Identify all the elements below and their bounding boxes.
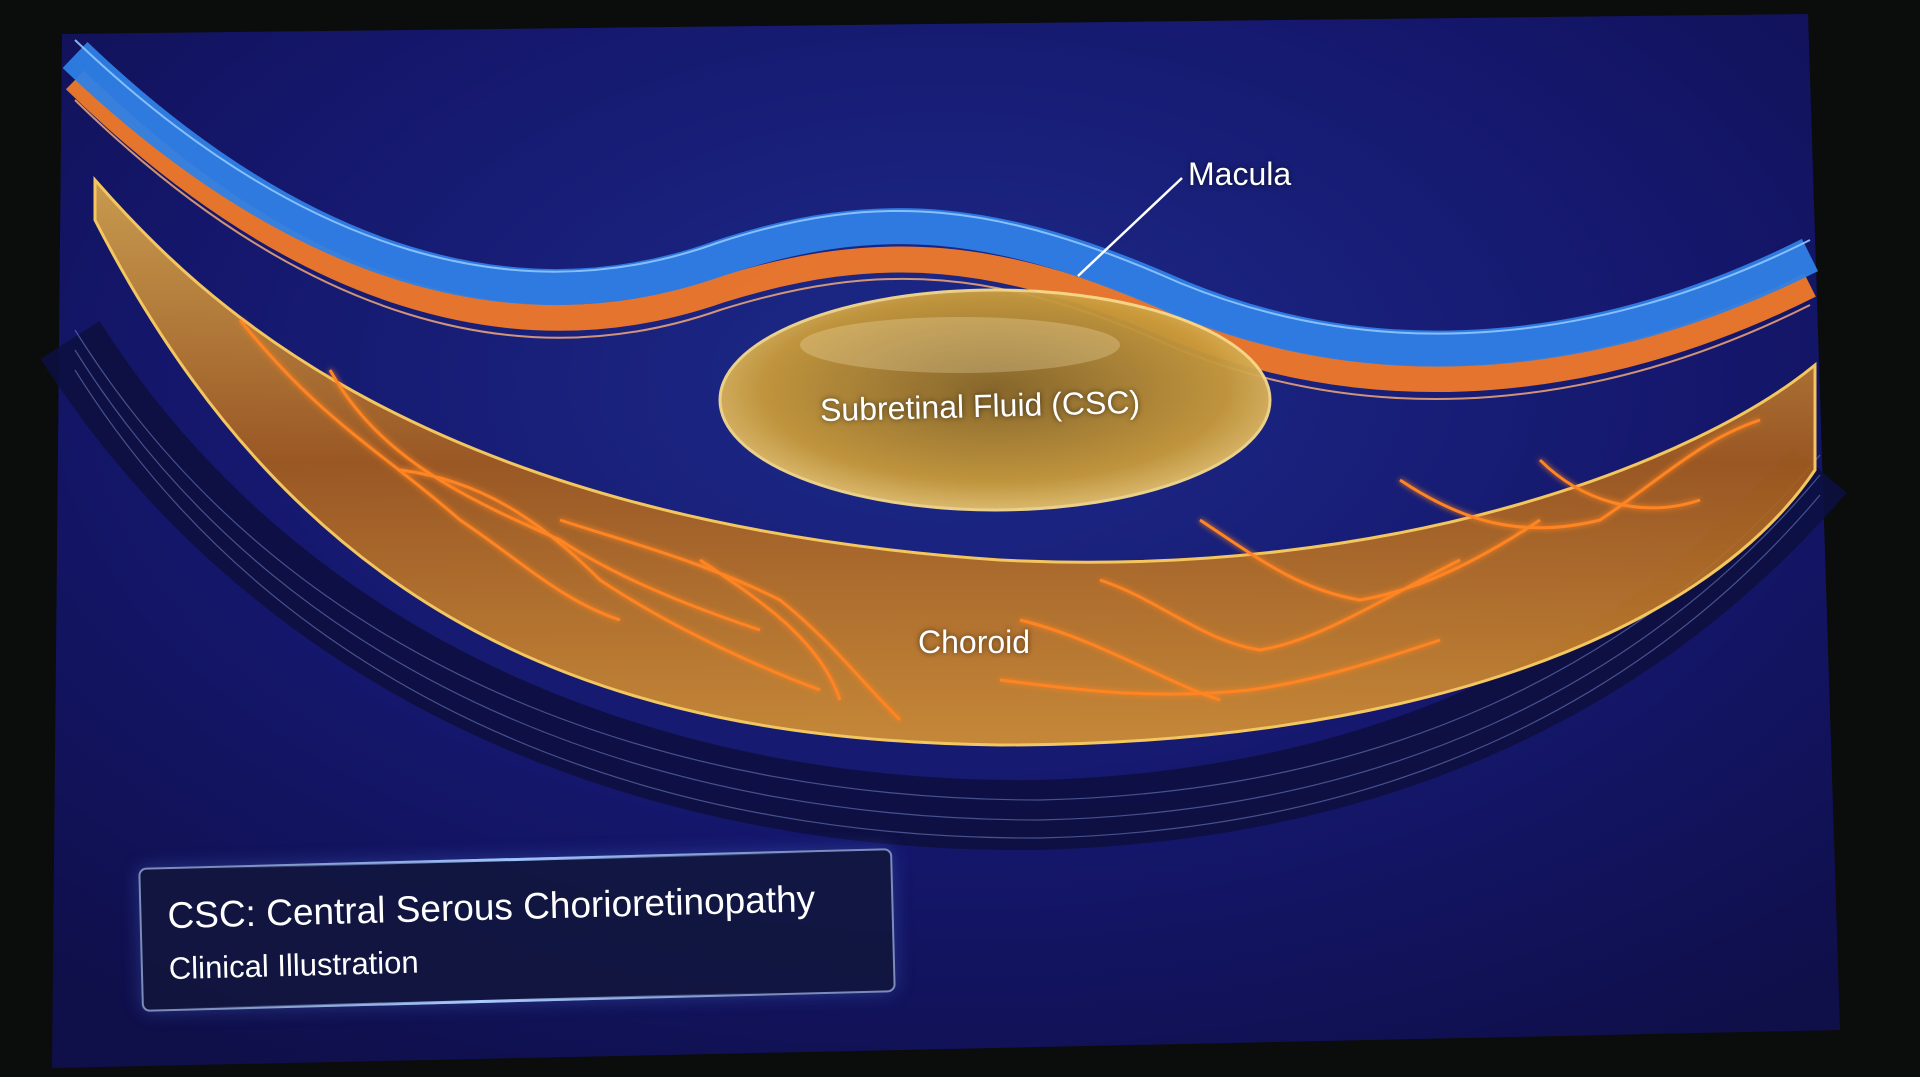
caption-subtitle: Clinical Illustration xyxy=(168,944,420,987)
choroid-label: Choroid xyxy=(918,624,1031,660)
macula-leader-line xyxy=(1077,177,1183,277)
caption-box: CSC: Central Serous Chorioretinopathy Cl… xyxy=(138,848,896,1012)
caption-title: CSC: Central Serous Chorioretinopathy xyxy=(166,878,816,937)
rpe-layer xyxy=(65,70,1816,392)
macula-label: Macula xyxy=(1188,156,1292,192)
choroid-vessels xyxy=(238,319,1761,722)
retina-layer xyxy=(62,41,1819,367)
choroid-layer xyxy=(93,176,1817,747)
subretinal-fluid-bubble xyxy=(718,288,1272,512)
